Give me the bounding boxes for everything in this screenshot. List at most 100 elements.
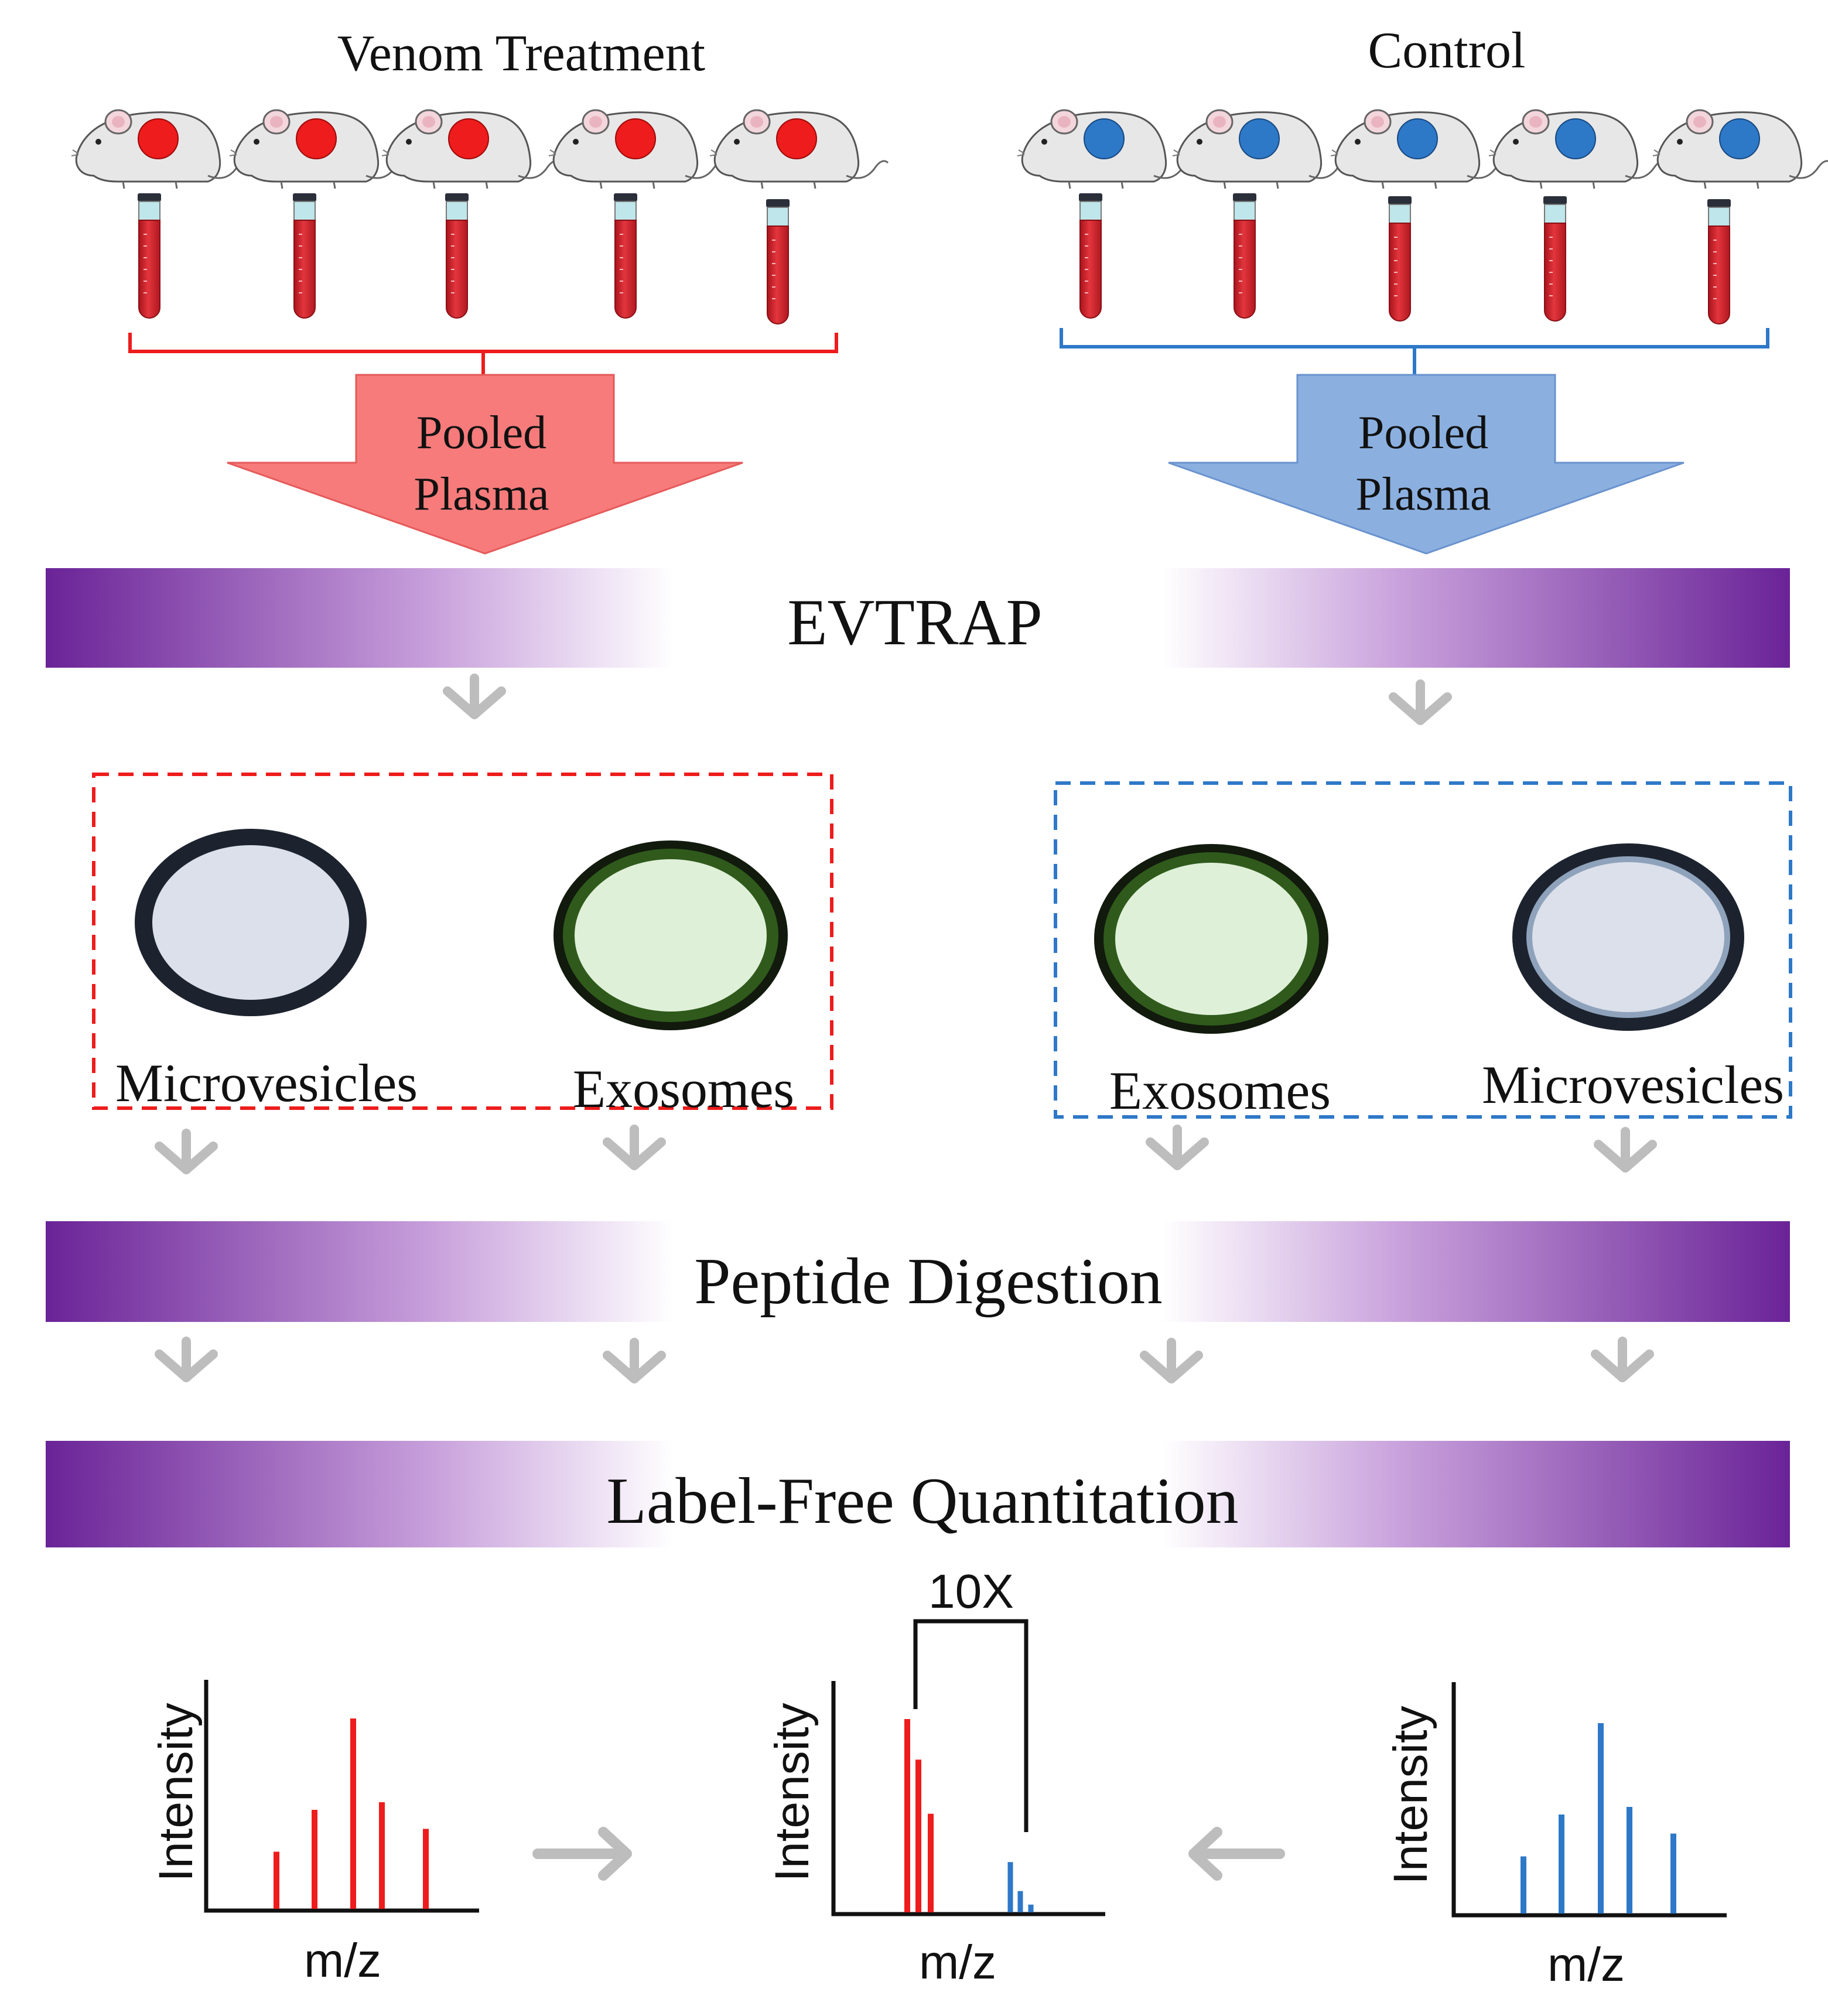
venom-exosomes-label: Exosomes [573, 1059, 794, 1119]
control-pooled-line2: Plasma [1355, 469, 1491, 520]
spectrum-axes [1451, 1682, 1727, 1918]
blood-tube-icon [1543, 196, 1567, 322]
venom-vesicle-box [92, 773, 833, 1110]
mouse-icon [548, 109, 728, 190]
venom-treatment-title: Venom Treatment [337, 25, 705, 82]
x-axis-label: m/z [919, 1936, 996, 1989]
venom-tubes [137, 193, 790, 324]
x-axis-label: m/z [1547, 1938, 1625, 1991]
vesicle-icon [135, 829, 367, 1016]
mouse-icon [1652, 109, 1828, 190]
control-bracket [1060, 328, 1769, 375]
control-title: Control [1368, 22, 1526, 79]
spectrum-axes [831, 1681, 1105, 1916]
mouse-icon [1016, 109, 1197, 190]
peptide-digestion-label: Peptide Digestion [694, 1245, 1162, 1318]
control-pooled-arrow: Pooled Plasma [1168, 374, 1685, 555]
control-marker [1239, 118, 1280, 159]
vesicle-icon [1512, 843, 1744, 1031]
spectrum-peak [915, 1759, 921, 1912]
spectrum-peak [1598, 1723, 1604, 1914]
left-arrow-icon [1188, 1827, 1285, 1881]
spectrum-peak [1670, 1833, 1676, 1914]
venom-bracket [128, 333, 838, 375]
spectrum-peaks [904, 1719, 1034, 1912]
control-mice [1016, 109, 1828, 190]
blood-tube-icon [445, 193, 469, 319]
spectrum-peak [1017, 1891, 1023, 1912]
down-arrow-icon [607, 1129, 661, 1166]
venom-pooled-arrow: Pooled Plasma [227, 374, 743, 555]
fold-change-bracket [913, 1619, 1029, 1832]
mouse-icon [709, 109, 889, 190]
right-arrow-icon [532, 1827, 632, 1881]
spectrum-peak [423, 1829, 429, 1909]
down-arrow-icon [1595, 1341, 1649, 1378]
comparison-spectrum: 10X Intensity m/z [766, 1565, 1105, 1989]
treatment-marker [296, 118, 337, 159]
treatment-marker [138, 118, 179, 159]
spectrum-peak [350, 1718, 356, 1909]
label-free-quant-band [46, 1441, 1790, 1547]
evtrap-band [46, 568, 1790, 668]
spectrum-peak [1559, 1815, 1564, 1914]
mouse-icon [1171, 109, 1352, 190]
blood-tube-icon [613, 193, 638, 319]
venom-pooled-line2: Plasma [414, 469, 549, 520]
down-arrow-icon [1598, 1132, 1652, 1168]
control-marker [1084, 118, 1125, 159]
blood-tube-icon [766, 199, 790, 324]
down-arrow-icon [607, 1342, 661, 1379]
spectrum-peak [1627, 1807, 1632, 1914]
y-axis-label: Intensity [766, 1703, 819, 1881]
treatment-marker [776, 118, 817, 159]
x-axis-label: m/z [304, 1934, 381, 1987]
control-spectrum: Intensity m/z [1384, 1682, 1727, 1991]
control-marker [1555, 118, 1596, 159]
fold-change-label: 10X [928, 1565, 1014, 1618]
control-exosomes-label: Exosomes [1109, 1061, 1331, 1120]
spectrum-peak [1007, 1862, 1013, 1912]
control-marker [1719, 118, 1760, 159]
venom-microvesicles-label: Microvesicles [115, 1053, 418, 1113]
control-vesicle-box [1054, 781, 1792, 1119]
treatment-marker [448, 118, 489, 159]
spectrum-peak [1521, 1856, 1526, 1914]
spectrum-peak [928, 1813, 934, 1912]
evtrap-label: EVTRAP [787, 586, 1043, 659]
down-arrow-icon [1150, 1129, 1204, 1166]
spectrum-peak [1028, 1904, 1034, 1912]
mouse-icon [381, 109, 561, 190]
blood-tube-icon [1388, 196, 1412, 322]
y-axis-label: Intensity [1384, 1706, 1437, 1884]
vesicle-icon [553, 840, 788, 1030]
down-arrow-icon [159, 1133, 213, 1170]
spectrum-axes [204, 1680, 479, 1913]
venom-pooled-line1: Pooled [416, 407, 546, 459]
y-axis-label: Intensity [149, 1703, 203, 1881]
mouse-icon [228, 109, 409, 190]
down-arrow-icon [1393, 684, 1447, 720]
down-arrow-icon [1144, 1342, 1198, 1379]
blood-tube-icon [137, 193, 162, 319]
peptide-digestion-band [46, 1221, 1790, 1322]
blood-tube-icon [1707, 199, 1731, 324]
venom-mice [70, 109, 889, 190]
vesicle-icon [1094, 844, 1328, 1034]
mouse-icon [70, 109, 251, 190]
control-tubes [1078, 193, 1731, 324]
down-arrow-icon [159, 1341, 213, 1378]
mouse-icon [1330, 109, 1510, 190]
blood-tube-icon [292, 193, 317, 319]
spectrum-peak [904, 1719, 910, 1912]
control-pooled-line1: Pooled [1358, 407, 1488, 459]
spectrum-peak [379, 1802, 385, 1909]
treatment-marker [615, 118, 656, 159]
blood-tube-icon [1232, 193, 1257, 319]
spectrum-peaks [1521, 1723, 1676, 1914]
spectrum-peak [274, 1851, 279, 1909]
label-free-quant-label: Label-Free Quantitation [606, 1465, 1238, 1537]
control-marker [1397, 118, 1438, 159]
venom-spectrum: Intensity m/z [149, 1680, 479, 1987]
